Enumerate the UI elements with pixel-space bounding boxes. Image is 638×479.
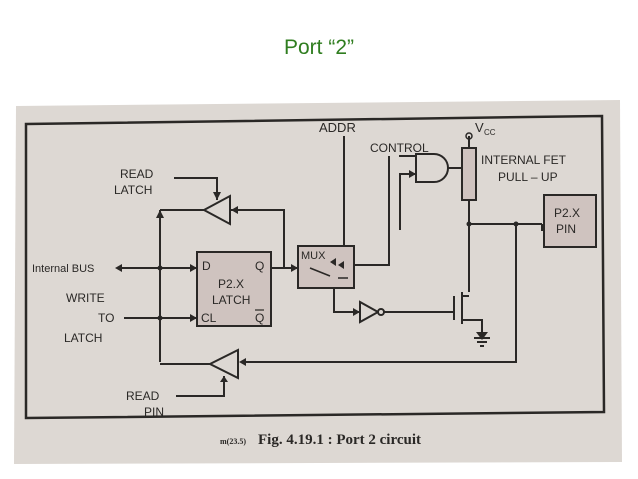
pin-readback-line [242, 224, 517, 363]
mux-block [297, 245, 355, 289]
circuit-photo: ADDR V CC CONTROL INTERNAL FET PULL – UP… [14, 100, 624, 465]
mux-label: MUX [301, 250, 326, 262]
pin-block [543, 194, 597, 248]
arrow-control [338, 261, 344, 269]
slide-title: Port “2” [283, 36, 354, 59]
junction-drain [466, 221, 472, 227]
label-control: CONTROL [370, 141, 429, 155]
arrow-read-pin-ctrl [220, 376, 228, 382]
fet-pullup [461, 147, 477, 201]
arrow-inverter [353, 308, 360, 316]
latch-label-cl: CL [201, 311, 217, 325]
label-write-1: WRITE [66, 291, 105, 305]
arrow-bus-left-up [156, 210, 164, 218]
arrow-feedback [231, 206, 238, 214]
figure-caption: Fig. 4.19.1 : Port 2 circuit [258, 432, 421, 448]
vcc-terminal [465, 132, 473, 140]
arrow-internal-bus [115, 264, 122, 272]
latch-label-name-1: P2.X [218, 277, 244, 291]
latch-label-d: D [202, 259, 211, 273]
diagram-frame [24, 114, 606, 420]
arrow-and-input [409, 170, 416, 178]
caption-prefix: m(23.5) [220, 437, 246, 446]
junction-output [513, 221, 519, 227]
pin-label-1: P2.X [554, 206, 580, 220]
label-internal-fet: INTERNAL FET [481, 153, 567, 167]
latch-block [196, 251, 272, 327]
label-read-latch-1: READ [120, 167, 154, 181]
latch-label-qbar: Q [255, 311, 264, 325]
latch-label-q: Q [255, 259, 264, 273]
arrow-mux-in [291, 264, 298, 272]
arrow-latch-cl [190, 314, 197, 322]
latch-q-feedback [230, 209, 285, 268]
label-vcc: V [475, 120, 484, 135]
read-pin-buffer [207, 348, 239, 380]
arrow-ground [476, 332, 488, 340]
mux-to-inverter [333, 280, 360, 313]
junction-bus-top [157, 265, 163, 271]
label-write-2: TO [98, 311, 114, 325]
and-gate [415, 153, 449, 183]
arrow-readback [239, 358, 246, 366]
latch-label-name-2: LATCH [212, 293, 250, 307]
port2-circuit-diagram: ADDR V CC CONTROL INTERNAL FET PULL – UP… [14, 100, 622, 464]
pin-label-2: PIN [556, 222, 576, 236]
control-line [344, 156, 390, 266]
label-read-pin-2: PIN [144, 405, 164, 419]
read-pin-control [176, 376, 225, 397]
label-vcc-sub: CC [484, 128, 496, 137]
label-internal-bus: Internal BUS [32, 263, 94, 275]
junction-bus-read [157, 315, 163, 321]
label-read-latch-2: LATCH [114, 183, 152, 197]
mux-switch [309, 267, 348, 279]
inverter-bubble [377, 308, 385, 316]
label-write-3: LATCH [64, 331, 102, 345]
label-addr: ADDR [319, 120, 356, 135]
arrow-addr [330, 258, 336, 266]
arrow-read-latch-ctrl [213, 192, 221, 200]
label-pull-up: PULL – UP [498, 170, 558, 184]
arrow-latch-d [190, 264, 197, 272]
label-read-pin-1: READ [126, 389, 160, 403]
